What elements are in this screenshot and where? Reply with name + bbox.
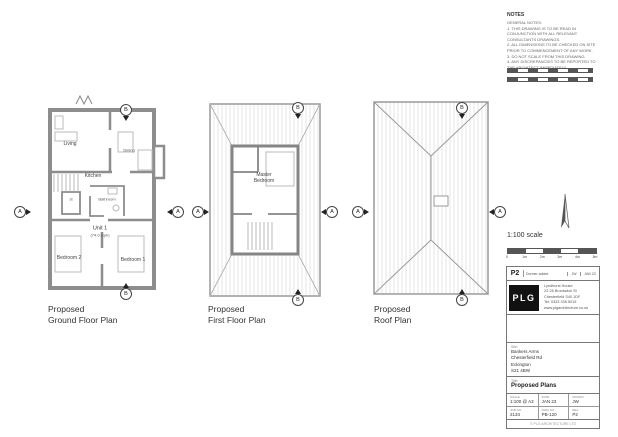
notes-heading: NOTES bbox=[507, 12, 525, 18]
section-arrow-icon bbox=[295, 289, 301, 294]
room-label-bedroom2: Bedroom 2 bbox=[56, 255, 82, 261]
drawing-info-grid: SCALE 1:100 @ A3 DATE JAN 23 DRAWN JW JO… bbox=[507, 394, 599, 420]
section-marker-b-top-first: B bbox=[292, 102, 304, 119]
section-marker-b-bottom-ground: B bbox=[120, 283, 132, 300]
info-dwg-no: DWG NO PB-120 bbox=[537, 407, 569, 419]
room-label-bathroom: Bathroom bbox=[98, 196, 116, 202]
scale-text: 1:100 scale bbox=[507, 232, 543, 239]
room-label-unit-area: (74.0 sqm) bbox=[90, 232, 110, 238]
section-arrow-icon bbox=[123, 116, 129, 121]
roof-plan-title: Proposed Roof Plan bbox=[374, 304, 412, 325]
section-arrow-icon bbox=[459, 114, 465, 119]
info-scale: SCALE 1:100 @ A3 bbox=[507, 394, 538, 407]
room-label-kitchen: Kitchen bbox=[84, 173, 102, 179]
section-arrow-icon bbox=[295, 114, 301, 119]
notes-block: NOTES GENERAL NOTES: 1. THIS DRAWING IS … bbox=[507, 12, 597, 70]
section-arrow-icon bbox=[26, 209, 31, 215]
practice-contact: Lyndhurst House 22-26 Brunswick St Chest… bbox=[544, 283, 589, 310]
stairs bbox=[53, 174, 79, 192]
first-floor-plan-title: Proposed First Floor Plan bbox=[208, 304, 266, 325]
graphic-scale-labels: 0 1m 2m 3m 4m 5m bbox=[506, 255, 598, 259]
section-marker-b-bottom-roof: B bbox=[456, 289, 468, 306]
practice-logo: PLG bbox=[509, 284, 539, 311]
section-marker-a-left-ground: A bbox=[14, 206, 31, 218]
section-arrow-icon bbox=[167, 209, 172, 215]
section-arrow-icon bbox=[123, 283, 129, 288]
section-marker-a-right-ground: A bbox=[167, 206, 184, 218]
mini-scale-bar bbox=[507, 68, 593, 73]
section-marker-b-bottom-first: B bbox=[292, 289, 304, 306]
revision-by: JW bbox=[567, 271, 580, 276]
section-marker-b-top-roof: B bbox=[456, 102, 468, 119]
room-label-unit: Unit 1 bbox=[92, 225, 108, 232]
section-arrow-icon bbox=[364, 209, 369, 215]
room-label-store: st bbox=[69, 196, 73, 202]
drawing-title-block: Title: Proposed Plans bbox=[507, 377, 599, 394]
spare-block bbox=[507, 315, 599, 343]
north-arrow-icon bbox=[561, 194, 570, 229]
stairs bbox=[247, 222, 273, 250]
section-marker-b-top-ground: B bbox=[120, 104, 132, 121]
practice-block: PLG Lyndhurst House 22-26 Brunswick St C… bbox=[507, 281, 599, 315]
section-arrow-icon bbox=[204, 209, 209, 215]
notes-body: GENERAL NOTES: 1. THIS DRAWING IS TO BE … bbox=[507, 20, 596, 70]
bed bbox=[265, 151, 295, 187]
section-marker-a-right-roof: A bbox=[489, 206, 506, 218]
section-marker-a-left-roof: A bbox=[352, 206, 369, 218]
info-date: DATE JAN 23 bbox=[537, 394, 569, 407]
info-drawn: DRAWN JW bbox=[568, 394, 599, 407]
room-label-bedroom1: Bedroom 1 bbox=[120, 257, 146, 263]
title-block-column: NOTES GENERAL NOTES: 1. THIS DRAWING IS … bbox=[506, 10, 600, 429]
ground-floor-drawing bbox=[48, 94, 166, 290]
graphic-scale-bar bbox=[507, 248, 597, 254]
furniture bbox=[54, 115, 153, 273]
ground-floor-plan-title: Proposed Ground Floor Plan bbox=[48, 304, 118, 325]
copyright-note: © PLG ARCHITECTURE LTD bbox=[529, 422, 577, 426]
section-arrow-icon bbox=[459, 289, 465, 294]
rooflight bbox=[433, 195, 449, 207]
revision-date: JAN 23 bbox=[580, 271, 599, 276]
room-label-master-bedroom: Master Bedroom bbox=[253, 172, 275, 184]
mini-scale-bars bbox=[507, 68, 593, 86]
section-marker-a-left-first: A bbox=[192, 206, 209, 218]
room-label-living: Living bbox=[63, 141, 77, 147]
roof-plan-drawing bbox=[373, 101, 489, 295]
revision-code: P2 bbox=[507, 270, 524, 277]
drawing-title: Proposed Plans bbox=[511, 383, 557, 389]
revision-row: P2 Dormer added JW JAN 23 bbox=[507, 267, 599, 281]
project-label: Site: bbox=[511, 345, 519, 349]
info-job-no: JOB NO 2134 bbox=[510, 408, 522, 417]
info-rev: REV P2 bbox=[568, 407, 599, 419]
mini-scale-bar bbox=[507, 77, 593, 82]
room-label-dining: Dining bbox=[123, 147, 135, 153]
project-block: Site: Bankers Arms Chesterfield Rd Eckin… bbox=[507, 343, 599, 377]
drawing-title-label: Title: bbox=[511, 379, 519, 383]
first-floor-drawing bbox=[209, 103, 321, 297]
section-marker-a-right-first: A bbox=[321, 206, 338, 218]
section-arrow-icon bbox=[489, 209, 494, 215]
title-block: P2 Dormer added JW JAN 23 PLG Lyndhurst … bbox=[506, 266, 600, 429]
revision-description: Dormer added bbox=[526, 271, 549, 276]
section-arrow-icon bbox=[321, 209, 326, 215]
break-line-symbol bbox=[75, 94, 93, 106]
project-address: Bankers Arms Chesterfield Rd Eckington S… bbox=[511, 349, 543, 373]
